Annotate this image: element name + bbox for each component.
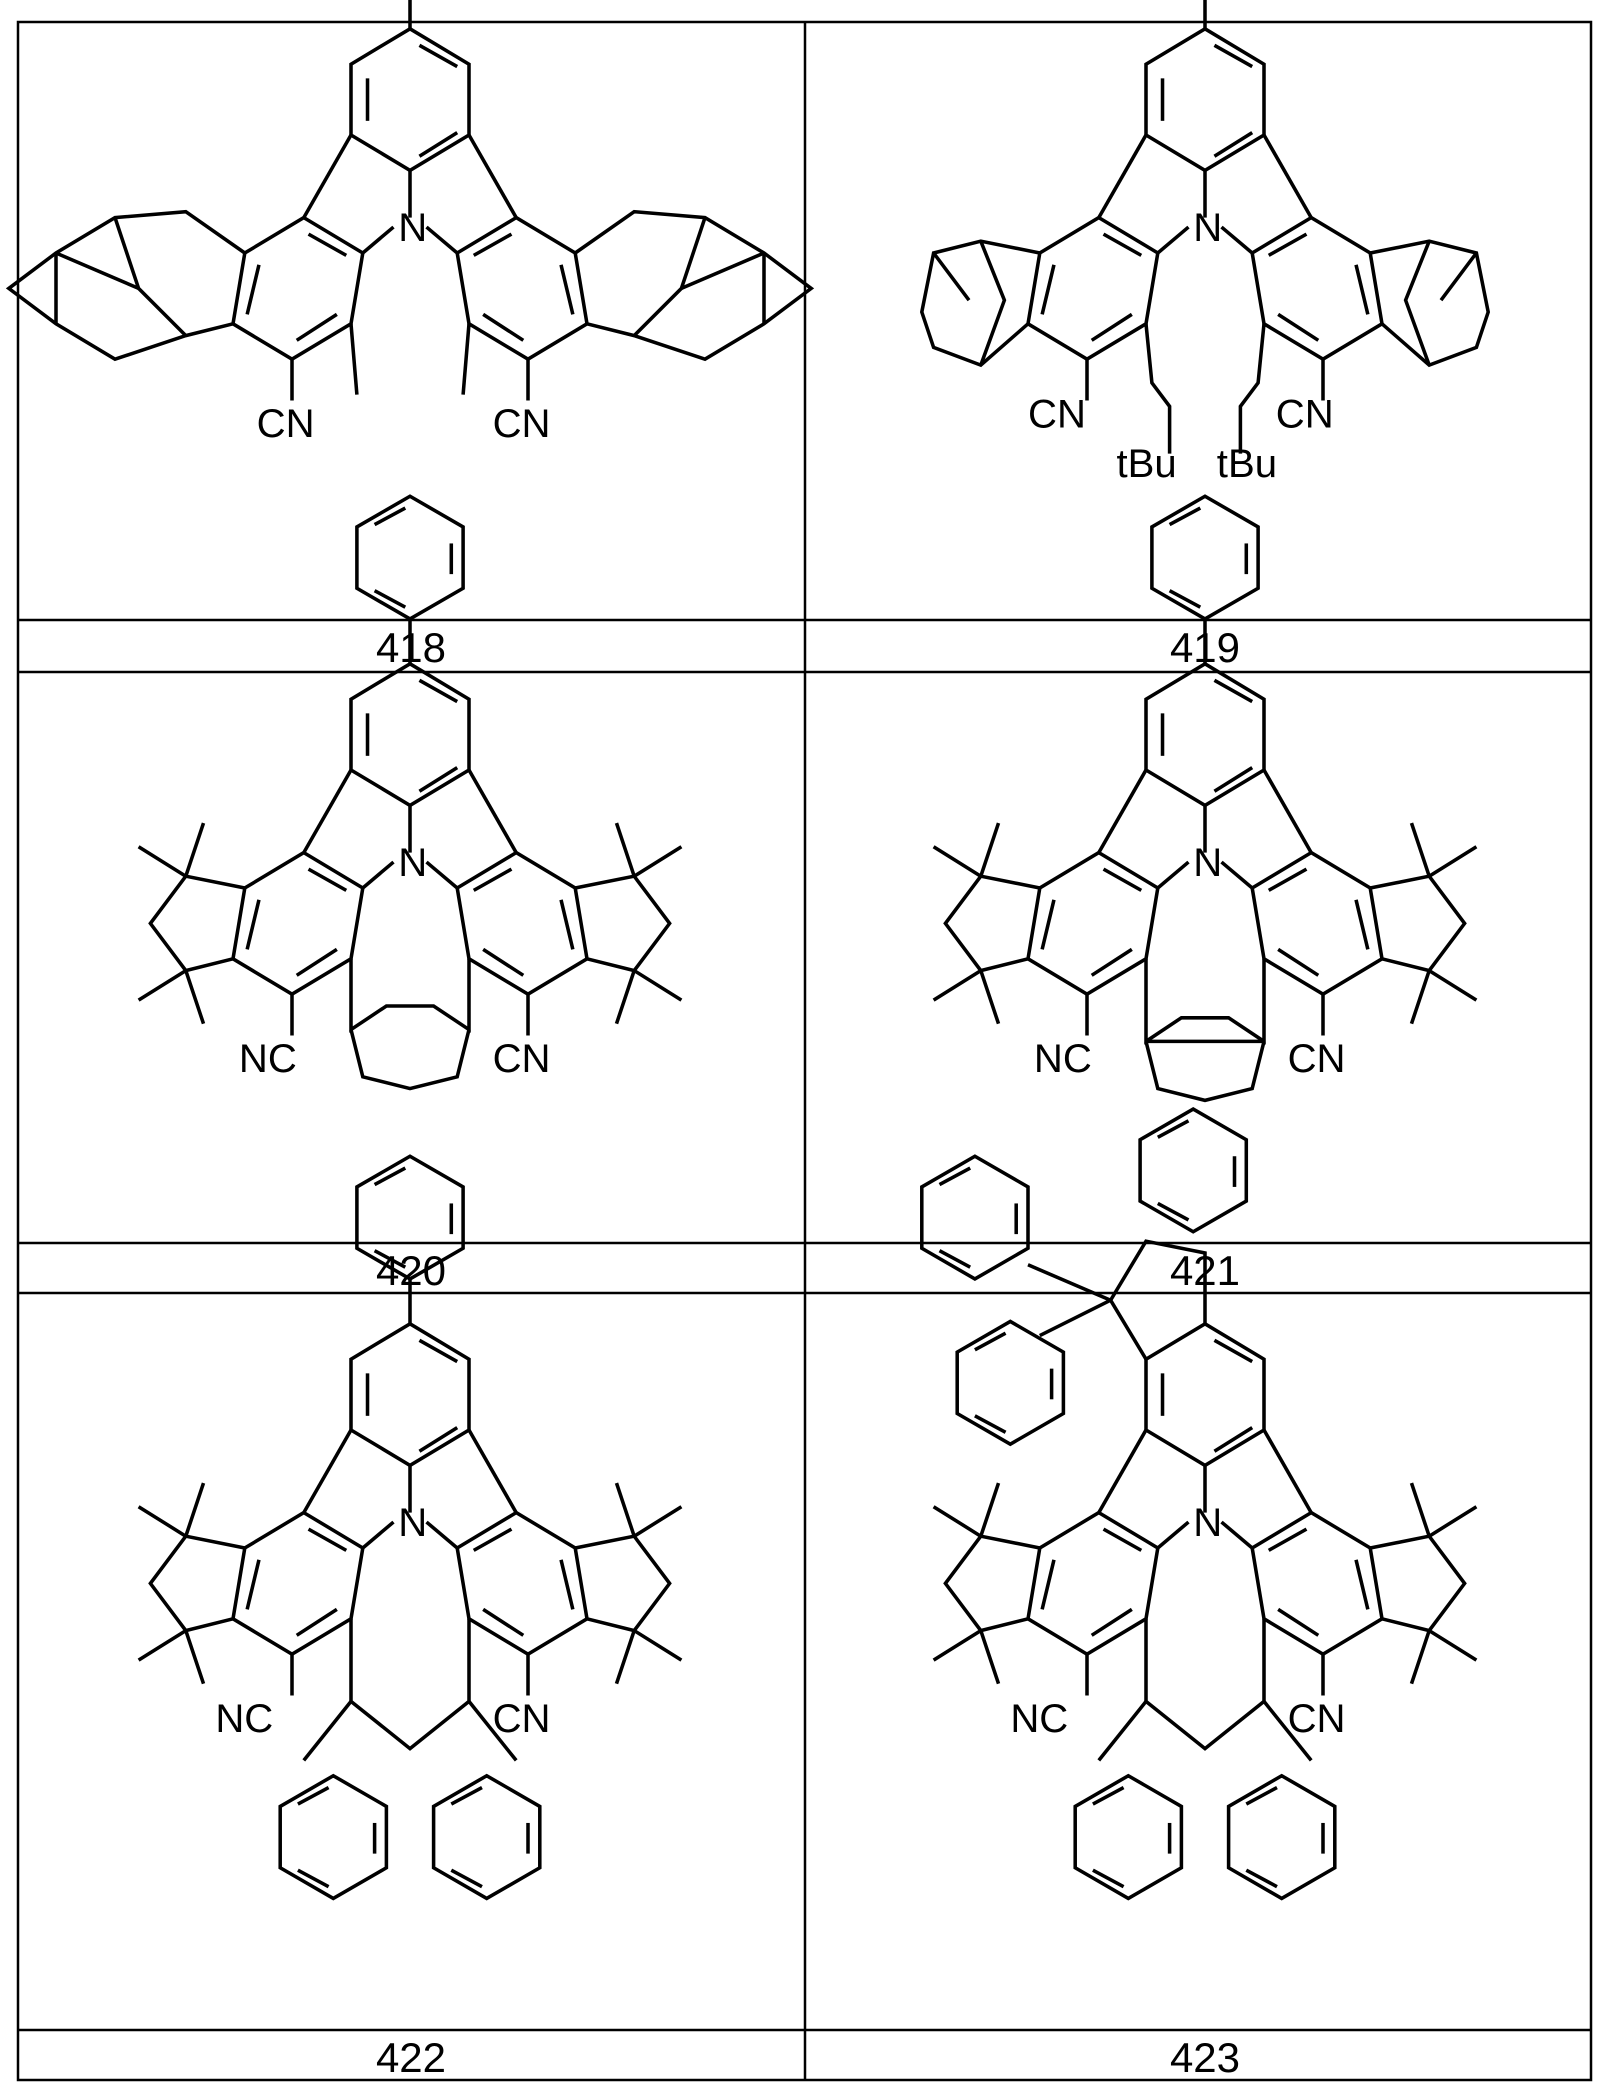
atom-label-cn-right: CN <box>1288 1036 1346 1081</box>
atom-label-cn-right: CN <box>493 1036 551 1081</box>
atom-label-cn-right: CN <box>493 1696 551 1741</box>
atom-label-nc-left: NC <box>215 1696 273 1741</box>
atom-label-n: N <box>1193 840 1222 885</box>
atom-label-cn-right: CN <box>493 401 551 446</box>
atom-label-tbu-left: tBu <box>1117 441 1177 486</box>
atom-label-n: N <box>1193 1500 1222 1545</box>
atom-label-n: N <box>1193 205 1222 250</box>
compound-id: 423 <box>1170 2034 1240 2081</box>
structure-423: N NC CN <box>922 1109 1477 1898</box>
atom-label-nc-left: NC <box>1010 1696 1068 1741</box>
structure-419: N CN CN tBu tBu <box>922 0 1488 486</box>
structure-420: N NC CN <box>139 496 682 1088</box>
atom-label-n: N <box>398 1500 427 1545</box>
structure-421: N NC CN <box>934 496 1477 1100</box>
atom-label-cn-right: CN <box>1288 1696 1346 1741</box>
atom-label-cn-left: CN <box>257 401 315 446</box>
atom-label-cn-left: CN <box>1028 392 1086 437</box>
structure-418: N CN CN <box>9 0 811 446</box>
atom-label-cn-right: CN <box>1276 392 1334 437</box>
atom-label-tbu-right: tBu <box>1217 441 1277 486</box>
atom-label-nc-left: NC <box>239 1036 297 1081</box>
compound-id: 422 <box>376 2034 446 2081</box>
atom-label-n: N <box>398 205 427 250</box>
atom-label-nc-left: NC <box>1034 1036 1092 1081</box>
atom-label-n: N <box>398 840 427 885</box>
